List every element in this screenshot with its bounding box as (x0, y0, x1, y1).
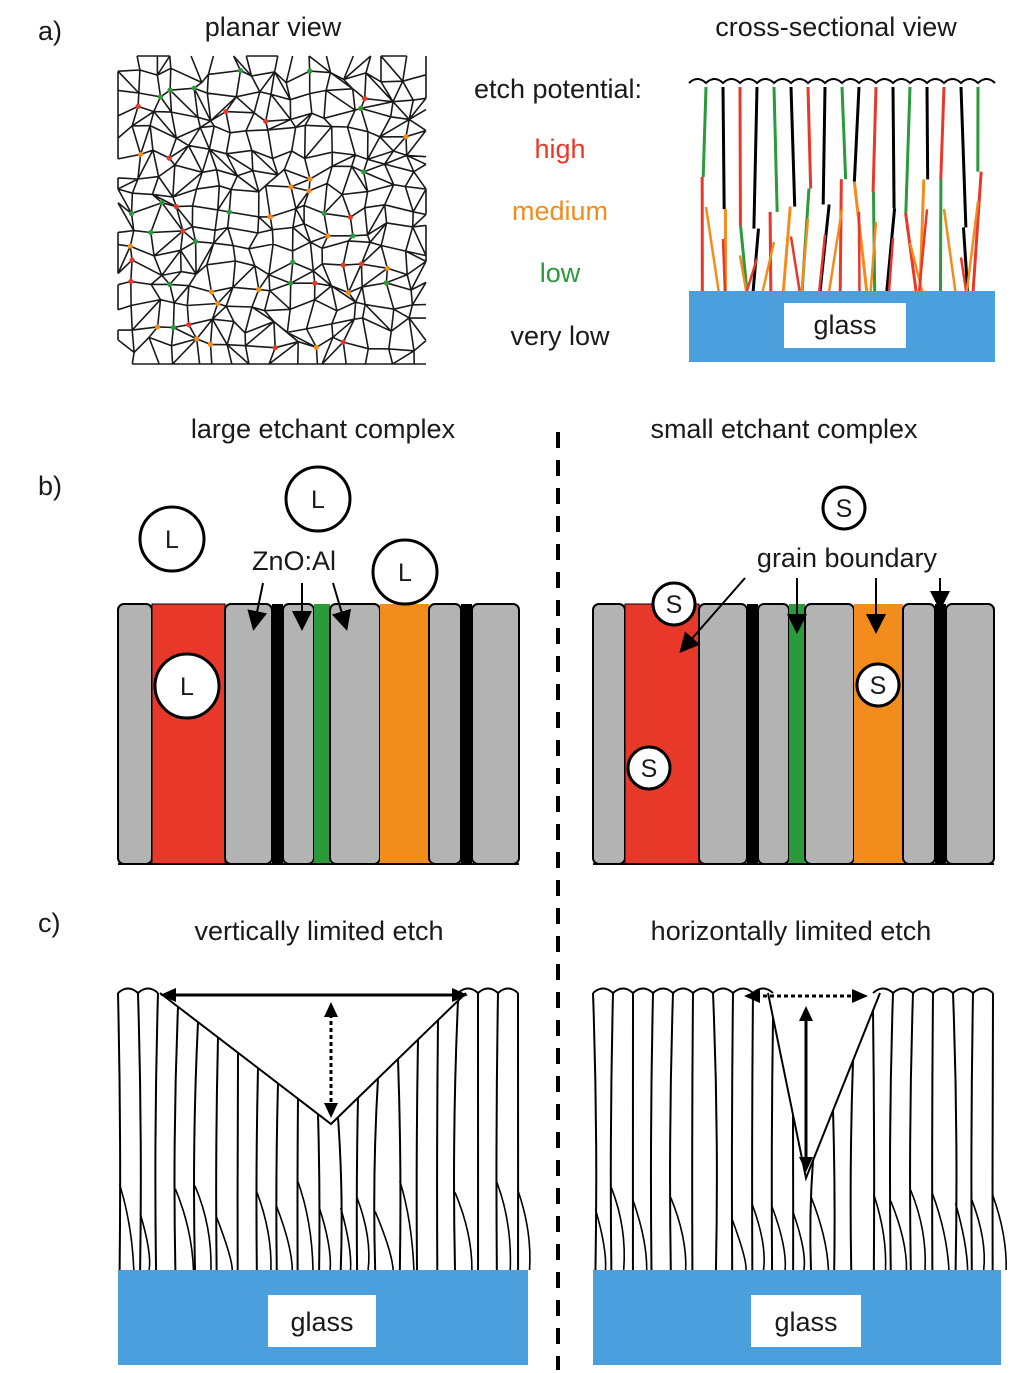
vertical-arrow-solid (799, 1006, 813, 1172)
grain-boundary-arrows (679, 577, 950, 654)
svg-text:L: L (180, 673, 194, 701)
planar-grain-mesh (117, 55, 427, 365)
panel-a-label: a) (38, 16, 62, 46)
legend-high: high (534, 134, 585, 164)
large-etchant-ball: L (284, 465, 352, 533)
svg-text:S: S (641, 755, 658, 783)
panel-c-label: c) (38, 908, 61, 938)
right-c-title: horizontally limited etch (651, 916, 932, 946)
small-etchant-ball: S (626, 745, 672, 791)
svg-text:L: L (165, 526, 179, 554)
panel-b-label: b) (38, 471, 62, 501)
zno-arrows (247, 582, 352, 631)
glass-label-box-a (784, 303, 906, 348)
horizontal-arrow-solid (160, 988, 468, 1002)
glass-label-c-right: glass (774, 1307, 837, 1337)
cross-section-title: cross-sectional view (715, 12, 957, 42)
small-etchant-ball: S (651, 581, 697, 627)
cross-section-columns (688, 78, 996, 292)
etch-potential-legend: etch potential: high medium low very low (474, 74, 642, 351)
legend-very-low: very low (510, 321, 610, 351)
glass-label-c-left: glass (290, 1307, 353, 1337)
glass-label-box-c-right (751, 1295, 861, 1347)
vertical-arrow-dotted (324, 1002, 338, 1118)
large-etchant-ball: L (138, 505, 206, 573)
right-b-title: small etchant complex (650, 414, 918, 444)
left-c-title: vertically limited etch (194, 916, 443, 946)
horizontal-etch-columns (592, 987, 1007, 1271)
grain-boundary-label: grain boundary (757, 543, 938, 573)
small-etchant-block (592, 603, 995, 865)
svg-text:S: S (836, 495, 853, 523)
large-etchant-block (117, 603, 520, 865)
legend-medium: medium (512, 196, 608, 226)
large-etchant-ball: L (153, 652, 221, 720)
legend-title: etch potential: (474, 74, 642, 104)
svg-text:L: L (311, 486, 325, 514)
legend-low: low (540, 258, 581, 288)
glass-label-box-c-left (268, 1295, 376, 1347)
left-b-title: large etchant complex (191, 414, 456, 444)
vertical-etch-columns (117, 987, 531, 1271)
small-etchant-ball: S (855, 662, 901, 708)
svg-text:S: S (666, 591, 683, 619)
planar-view-title: planar view (205, 12, 342, 42)
zno-al-label: ZnO:Al (252, 546, 336, 576)
svg-text:S: S (870, 672, 887, 700)
v-crater-outline-left (159, 992, 467, 1126)
v-crater-outline-right (767, 992, 881, 1182)
svg-text:L: L (398, 559, 412, 587)
large-etchant-ball: L (371, 538, 439, 606)
glass-label-a: glass (813, 310, 876, 340)
horizontal-arrow-dotted (744, 989, 868, 1003)
small-etchant-ball: S (821, 485, 867, 531)
